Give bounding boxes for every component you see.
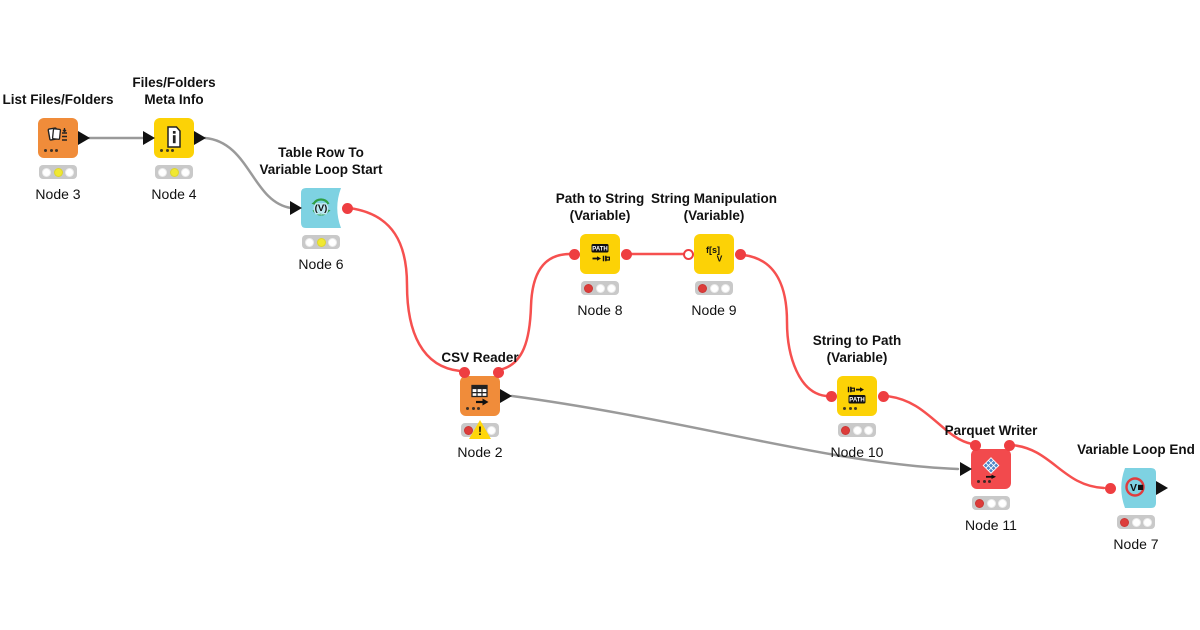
edge-node6-node2[interactable]	[347, 206, 462, 373]
traffic-light	[302, 235, 340, 249]
output-port[interactable]	[1156, 481, 1168, 495]
list-files-folders-icon	[47, 127, 67, 141]
node-4-body[interactable]	[154, 118, 194, 158]
traffic-light	[155, 165, 193, 179]
node-title: String Manipulation(Variable)	[651, 191, 777, 223]
node-title: List Files/Folders	[2, 92, 114, 107]
node-title: Path to String(Variable)	[555, 191, 645, 223]
node-status-dots	[160, 149, 174, 152]
csv-reader-icon	[471, 384, 489, 406]
node-6-body[interactable]: (V)	[301, 188, 341, 228]
node-7-body[interactable]: V	[1116, 468, 1156, 508]
flow-variable-output-port[interactable]	[620, 248, 632, 260]
node-name-label: Node 10	[830, 444, 884, 460]
node-title: Variable Loop End	[1077, 442, 1195, 457]
node-status-dots	[466, 407, 480, 410]
svg-text:(V): (V)	[315, 203, 328, 214]
flow-variable-output-port[interactable]	[1003, 439, 1015, 451]
flow-variable-input-port[interactable]	[458, 366, 470, 378]
input-port[interactable]	[960, 462, 972, 476]
output-port[interactable]	[500, 389, 512, 403]
node-name-label: Node 6	[298, 256, 344, 272]
node-name-label: Node 3	[35, 186, 81, 202]
edge-node11-node7[interactable]	[1009, 443, 1106, 490]
node-name-label: Node 7	[1113, 536, 1159, 552]
traffic-light	[838, 423, 876, 437]
variable-loop-start-icon: (V)	[311, 198, 331, 216]
node-name-label: Node 9	[691, 302, 737, 318]
node-name-label: Node 8	[577, 302, 623, 318]
flow-variable-input-port[interactable]	[1104, 482, 1116, 494]
node-8-body[interactable]: PATH	[580, 234, 620, 274]
svg-text:f[s]: f[s]	[706, 245, 720, 255]
flow-variable-output-port[interactable]	[341, 202, 353, 214]
traffic-light	[1117, 515, 1155, 529]
node-status-dots	[44, 149, 58, 152]
variable-loop-end-icon: V	[1125, 477, 1145, 497]
svg-text:V: V	[1130, 482, 1137, 494]
flow-variable-output-port[interactable]	[877, 390, 889, 402]
node-2-body[interactable]	[460, 376, 500, 416]
parquet-writer-icon	[982, 457, 1000, 479]
flow-variable-input-port[interactable]	[568, 248, 580, 260]
node-3-body[interactable]	[38, 118, 78, 158]
output-port[interactable]	[78, 131, 90, 145]
node-10-body[interactable]: PATH	[837, 376, 877, 416]
string-manipulation-variable-icon: f[s] V	[706, 245, 723, 264]
traffic-light	[972, 496, 1010, 510]
path-to-string-icon: PATH	[591, 244, 611, 262]
input-port[interactable]	[290, 201, 302, 215]
flow-variable-input-port[interactable]	[825, 390, 837, 402]
svg-text:PATH: PATH	[592, 247, 607, 253]
flow-variable-output-port[interactable]	[492, 366, 504, 378]
input-port[interactable]	[143, 131, 155, 145]
edge-node2-node8[interactable]	[496, 252, 572, 372]
output-port[interactable]	[194, 131, 206, 145]
node-status-dots	[977, 480, 991, 483]
edge-node4-node6[interactable]	[203, 136, 293, 210]
traffic-light	[581, 281, 619, 295]
node-9-body[interactable]: f[s] V	[694, 234, 734, 274]
node-title: Parquet Writer	[944, 423, 1038, 438]
edge-node10-node11[interactable]	[884, 394, 974, 446]
edge-node2-node11[interactable]	[510, 394, 960, 471]
string-to-path-icon: PATH	[847, 386, 866, 404]
flow-variable-output-port[interactable]	[734, 248, 746, 260]
svg-text:V: V	[717, 254, 723, 264]
node-name-label: Node 4	[151, 186, 197, 202]
traffic-light	[695, 281, 733, 295]
node-status-dots	[843, 407, 857, 410]
node-11-body[interactable]	[971, 449, 1011, 489]
node-title: CSV Reader	[441, 350, 519, 365]
node-name-label: Node 2	[457, 444, 503, 460]
node-name-label: Node 11	[965, 517, 1017, 533]
node-title: String to Path(Variable)	[812, 333, 902, 365]
flow-variable-input-port[interactable]	[969, 439, 981, 451]
flow-variable-input-port[interactable]	[682, 248, 694, 260]
file-meta-info-icon	[167, 126, 181, 148]
traffic-light	[39, 165, 77, 179]
edge-node9-node10[interactable]	[741, 253, 828, 398]
svg-text:PATH: PATH	[849, 398, 864, 404]
